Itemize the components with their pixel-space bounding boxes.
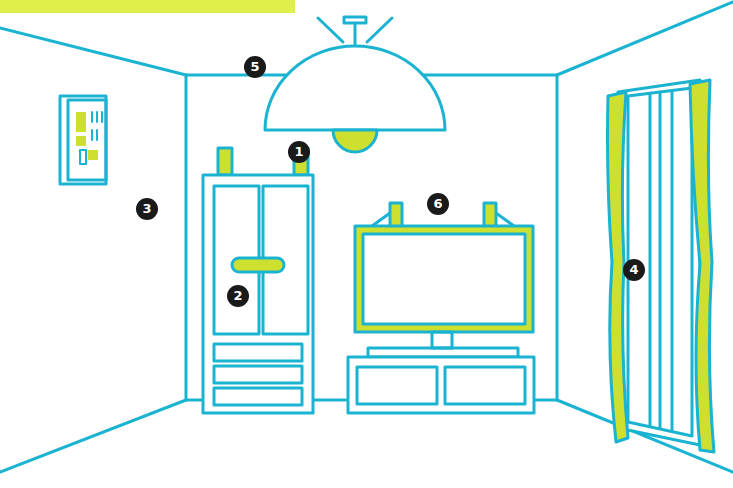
curtained-door xyxy=(608,80,715,452)
callout-number: 6 xyxy=(427,193,449,215)
callout-number: 4 xyxy=(623,259,645,281)
television xyxy=(348,203,534,413)
ceiling-lamp xyxy=(265,17,445,152)
wardrobe xyxy=(203,148,313,413)
wall-picture xyxy=(60,96,106,184)
callout-number: 3 xyxy=(136,198,158,220)
room-edges xyxy=(0,2,733,472)
highlight-band xyxy=(0,0,295,13)
callout-number: 2 xyxy=(227,285,249,307)
callout-number: 1 xyxy=(288,141,310,163)
callout-number: 5 xyxy=(244,56,266,78)
